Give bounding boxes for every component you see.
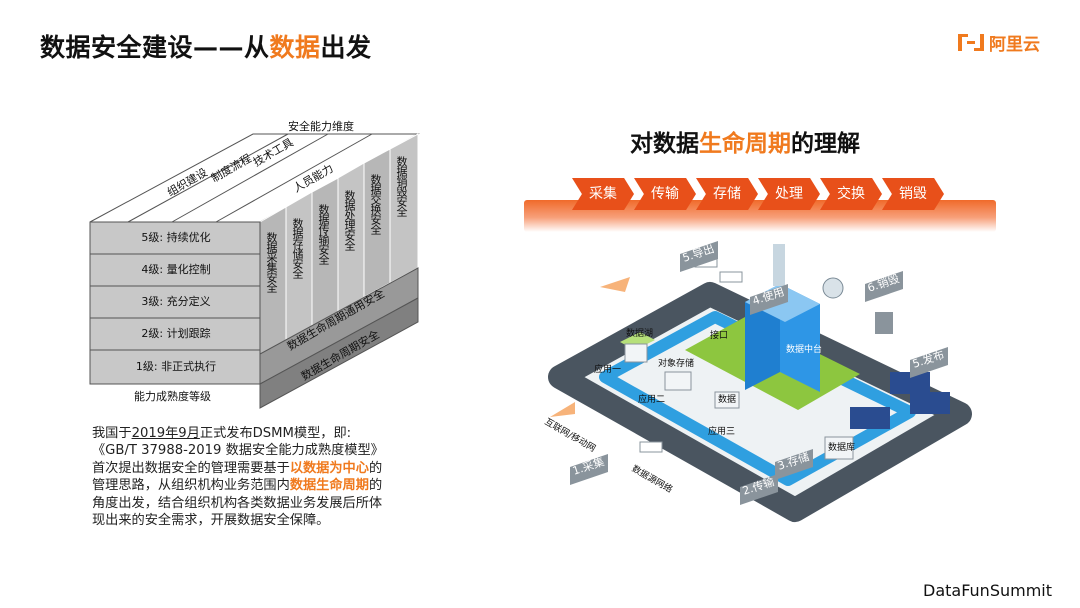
- node-data: 数据: [718, 395, 737, 405]
- cube-top-label: 安全能力维度: [288, 120, 354, 133]
- dsmm-cube-diagram: 安全能力维度 能力成熟度等级 5级: 持续优化 4级: 量化控制 3级: 充分定…: [88, 112, 428, 412]
- level-4: 4级: 量化控制: [141, 263, 211, 276]
- node-database: 数据库: [828, 443, 856, 453]
- level-1: 1级: 非正式执行: [135, 360, 217, 373]
- lifecycle-title: 对数据生命周期的理解: [630, 131, 860, 157]
- node-data-platform: 数据中台: [786, 345, 823, 355]
- stage-arrow-collect: 采集: [572, 178, 634, 210]
- node-interface: 接口: [710, 331, 729, 341]
- stage-arrow-store: 存储: [696, 178, 758, 210]
- footer-brand: DataFunSummit: [923, 581, 1052, 600]
- stage-transfer: 数据传输安全: [317, 204, 330, 264]
- dsmm-description: 我国于2019年9月正式发布DSMM模型，即: 《GB/T 37988-2019…: [92, 426, 384, 529]
- level-2: 2级: 计划跟踪: [141, 327, 211, 340]
- stage-arrow-destroy: 销毁: [882, 178, 944, 210]
- stage-arrow-process: 处理: [758, 178, 820, 210]
- stage-store: 数据存储安全: [291, 218, 304, 278]
- aliyun-logo-icon: [958, 34, 984, 51]
- stage-exchange: 数据交换安全: [369, 174, 382, 234]
- node-app-3: 应用三: [708, 427, 736, 437]
- stage-destroy: 数据销毁安全: [395, 156, 408, 216]
- level-3: 3级: 充分定义: [141, 295, 211, 308]
- node-app-1: 应用一: [594, 365, 622, 375]
- lifecycle-illustration: 1.采集 2.传输 3.存储 4.使用 5.导出 5.发布 6.销毁 数据中台 …: [530, 232, 990, 572]
- node-data-lake: 数据湖: [626, 329, 654, 339]
- slide-title: 数据安全建设——从数据出发: [40, 33, 372, 62]
- node-object-storage: 对象存储: [658, 359, 695, 369]
- stage-arrow-transfer: 传输: [634, 178, 696, 210]
- cube-bottom-label: 能力成熟度等级: [134, 390, 211, 403]
- stage-collect: 数据采集安全: [265, 232, 278, 292]
- stage-process: 数据处理安全: [343, 190, 356, 250]
- logo-text: 阿里云: [989, 35, 1040, 55]
- aliyun-logo: 阿里云: [958, 30, 1040, 55]
- stage-arrow-exchange: 交换: [820, 178, 882, 210]
- level-5: 5级: 持续优化: [141, 231, 211, 244]
- node-app-2: 应用二: [638, 395, 666, 405]
- lifecycle-stage-arrows: 采集 传输 存储 处理 交换 销毁: [572, 178, 944, 210]
